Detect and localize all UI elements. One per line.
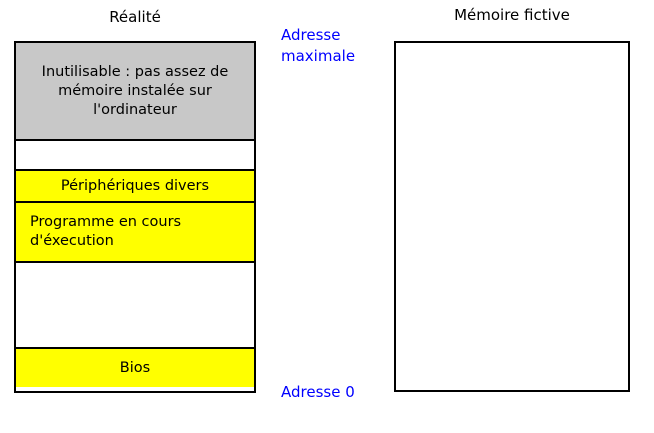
address-label-zero: Adresse 0: [281, 383, 355, 401]
memory-segment-gap-upper: [16, 141, 254, 171]
memory-segment-peripherals: Périphériques divers: [16, 171, 254, 203]
reality-memory-map: Inutilisable : pas assez de mémoire inst…: [14, 41, 256, 393]
memory-segment-peripherals-label: Périphériques divers: [60, 177, 210, 194]
memory-segment-running-program: Programme en cours d'éxecution: [16, 203, 254, 263]
memory-segment-gap-lower: [16, 263, 254, 349]
memory-segment-running-program-label: Programme en cours d'éxecution: [30, 214, 182, 249]
memory-segment-unusable-label: Inutilisable : pas assez de mémoire inst…: [41, 63, 229, 118]
memory-segment-bios: Bios: [16, 349, 254, 387]
memory-segment-bios-label: Bios: [119, 359, 151, 376]
reality-column-title: Réalité: [109, 8, 161, 26]
fictive-memory-box: [394, 41, 630, 392]
fictive-memory-column-title: Mémoire fictive: [454, 6, 570, 24]
memory-segment-unusable: Inutilisable : pas assez de mémoire inst…: [16, 43, 254, 141]
address-label-maximum: Adresse maximale: [281, 26, 356, 65]
